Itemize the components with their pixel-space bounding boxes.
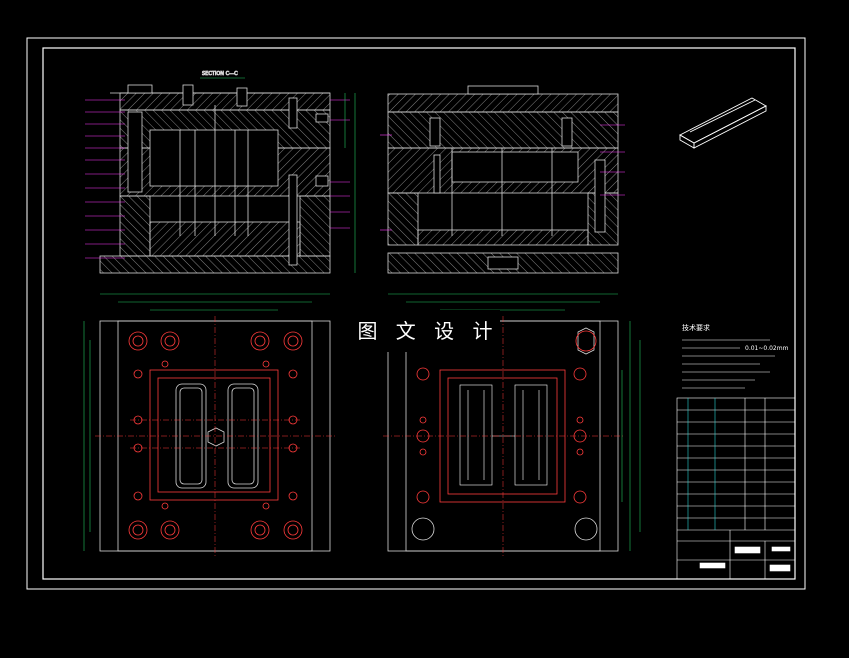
isometric-part bbox=[679, 97, 767, 149]
section-title: SECTION C—C bbox=[202, 71, 238, 77]
left-section-dims bbox=[200, 77, 356, 273]
notes-title: 技术要求 bbox=[682, 323, 710, 332]
left-section-annotations bbox=[85, 99, 350, 259]
notes-tolerance: 0.01~0.02mm bbox=[745, 345, 789, 352]
right-section-view bbox=[387, 85, 619, 274]
inner-frame bbox=[42, 47, 796, 580]
left-plan-centerlines bbox=[95, 316, 335, 556]
watermark-backing bbox=[340, 310, 500, 352]
tech-notes: 技术要求 0.01~0.02mm bbox=[682, 323, 789, 389]
title-block bbox=[676, 397, 796, 580]
left-section-view: SECTION C—C bbox=[99, 71, 331, 274]
right-plan-cavity bbox=[459, 384, 548, 486]
left-plan-holes bbox=[128, 331, 303, 540]
right-plan-centerlines bbox=[383, 316, 623, 556]
outer-frame bbox=[26, 37, 806, 590]
right-section-annotations bbox=[380, 124, 625, 231]
watermark-text: 图 文 设 计 bbox=[357, 319, 498, 343]
left-plan-dims bbox=[83, 293, 330, 551]
